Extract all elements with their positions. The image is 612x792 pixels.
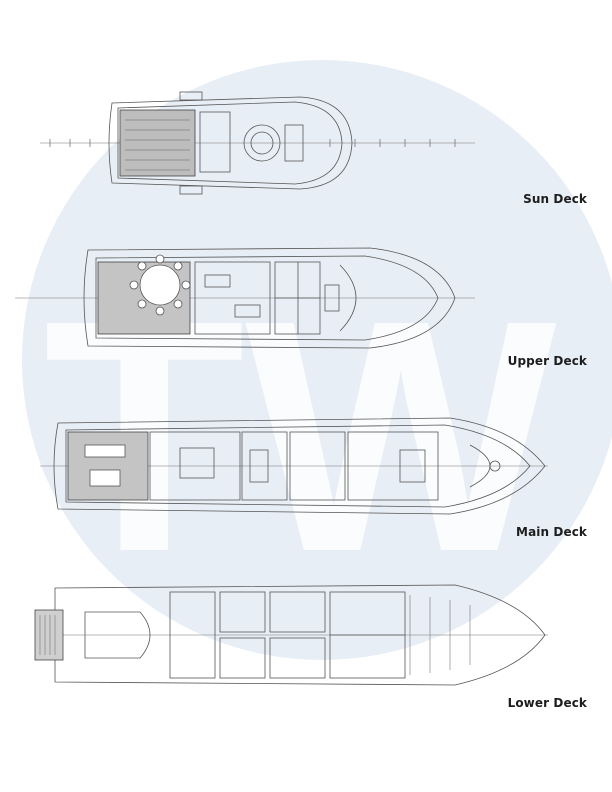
- sun-deck-ticks: [49, 139, 456, 147]
- main-deck-plan: [40, 417, 548, 515]
- main-deck-aft-table: [89, 469, 121, 487]
- main-deck-aft-sofa: [84, 444, 126, 458]
- deck-label-upper: Upper Deck: [507, 354, 587, 368]
- deck-label-main: Main Deck: [516, 525, 587, 539]
- sun-deck-fitting: [179, 91, 203, 101]
- main-deck-saloon: [149, 431, 241, 501]
- upper-deck-inner-outline: [95, 255, 439, 341]
- main-deck-master-suite: [347, 431, 439, 501]
- main-deck-master-bed: [399, 449, 426, 483]
- upper-deck-plan: [15, 247, 475, 349]
- main-deck-galley: [289, 431, 346, 501]
- lower-deck-tender: [84, 611, 151, 659]
- upper-deck-hull: [83, 247, 456, 349]
- upper-deck-sofa: [204, 274, 231, 288]
- lower-deck-guest-cabin: [269, 637, 326, 679]
- lower-deck-guest-cabin: [269, 591, 326, 633]
- upper-deck-dining-chairs: [129, 254, 191, 316]
- upper-deck-stair: [324, 284, 340, 312]
- sun-deck-bar: [199, 111, 231, 173]
- lower-deck-plan: [34, 584, 548, 686]
- lower-deck-swim-platform: [34, 609, 64, 661]
- deck-label-sun: Sun Deck: [523, 192, 587, 206]
- sun-deck-helm-station: [284, 124, 304, 162]
- lower-deck-hull: [54, 584, 546, 686]
- watermark-circle: [22, 60, 612, 660]
- lower-deck-engine-room: [169, 591, 216, 679]
- main-deck-inner-outline: [65, 424, 531, 508]
- lower-deck-frames: [409, 595, 471, 675]
- main-deck-hull: [53, 417, 546, 515]
- sun-deck-lounger-hatch: [125, 119, 190, 171]
- main-deck-anchor-windlass: [489, 460, 501, 472]
- upper-deck-foredeck-seating: [339, 264, 357, 332]
- main-deck-dining-table: [249, 449, 269, 483]
- lower-deck-guest-cabin: [219, 637, 266, 679]
- main-deck-saloon-sofa: [179, 447, 215, 479]
- upper-deck-dining-table: [139, 264, 181, 306]
- lower-deck-platform-hatch: [39, 615, 56, 655]
- deck-label-lower: Lower Deck: [507, 696, 587, 710]
- sun-deck-lounge-area: [119, 109, 196, 177]
- main-deck-dining: [241, 431, 288, 501]
- sun-deck-hull: [108, 96, 353, 190]
- sun-deck-jacuzzi: [243, 124, 281, 162]
- main-deck-aft-cockpit: [67, 431, 149, 501]
- sun-deck-fitting: [179, 185, 203, 195]
- upper-deck-sofa: [234, 304, 261, 318]
- sun-deck-plan: [40, 91, 475, 195]
- sun-deck-inner-outline: [117, 101, 343, 185]
- sun-deck-jacuzzi-inner: [250, 131, 274, 155]
- upper-deck-sky-lounge: [194, 261, 271, 335]
- lower-deck-guest-cabin: [219, 591, 266, 633]
